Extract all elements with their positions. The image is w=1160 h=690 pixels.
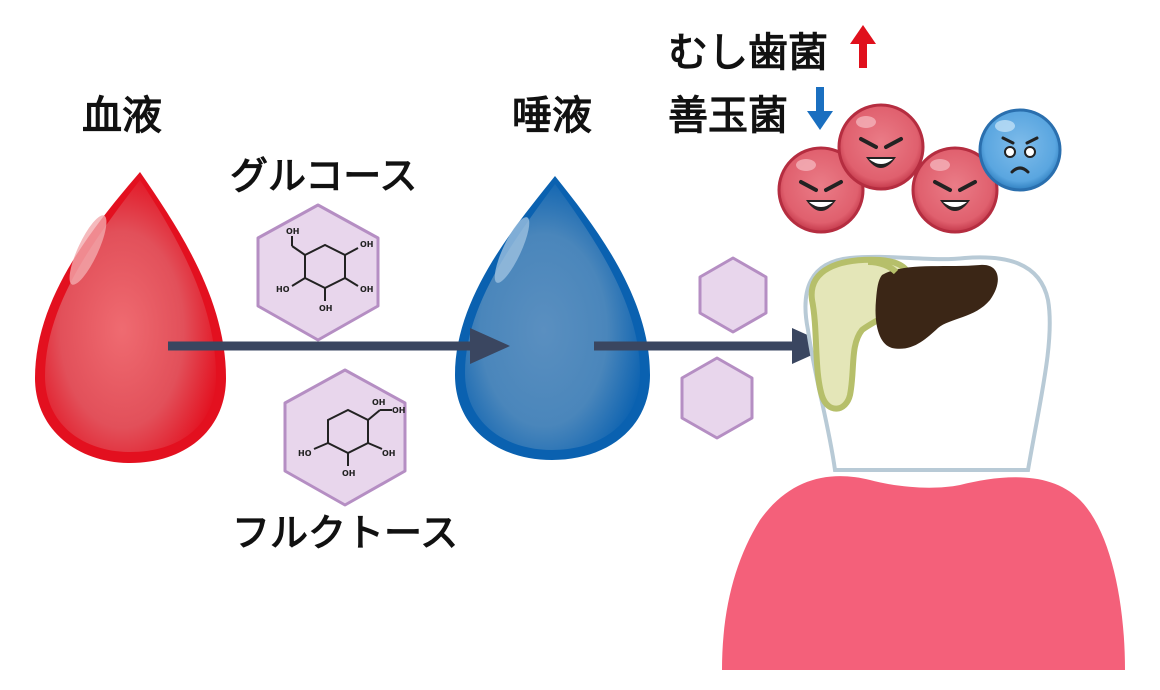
glucose-oh-2: OH — [360, 240, 374, 249]
fructose-oh-4: OH — [342, 469, 356, 478]
tooth — [803, 254, 1052, 472]
sugar-hexagon-1 — [698, 256, 768, 334]
fructose-oh-3: OH — [382, 449, 396, 458]
glucose-label: グルコース — [230, 154, 418, 198]
glucose-molecule: OH OH OH OH HO — [256, 203, 380, 342]
arrow-down-icon — [807, 87, 833, 130]
fructose-oh-1: OH — [372, 398, 386, 407]
glucose-ho: HO — [276, 285, 290, 294]
fructose-oh-2: OH — [392, 406, 406, 415]
fructose-molecule: OH OH OH OH HO — [283, 368, 407, 507]
fructose-label: フルクトース — [232, 511, 459, 555]
bad-bacterium-1 — [777, 146, 865, 234]
good-bacterium — [978, 108, 1062, 192]
saliva-drop — [455, 176, 650, 460]
saliva-label: 唾液 — [512, 93, 592, 139]
sugar-hexagon-2 — [680, 356, 754, 440]
blood-drop — [35, 172, 226, 463]
gum — [722, 476, 1125, 670]
blood-label: 血液 — [82, 93, 162, 139]
arrow-up-icon — [850, 25, 876, 68]
glucose-oh-4: OH — [319, 304, 333, 313]
bad-bacterium-2 — [837, 103, 925, 191]
bad-bacterium-3 — [911, 146, 999, 234]
cavity — [875, 264, 998, 349]
caries-bacteria-label: むし歯菌 — [668, 30, 828, 76]
fructose-ho: HO — [298, 449, 312, 458]
glucose-oh-3: OH — [360, 285, 374, 294]
glucose-oh-1: OH — [286, 227, 300, 236]
arrow-blood-to-saliva — [168, 328, 510, 364]
good-bacteria-label: 善玉菌 — [668, 93, 788, 139]
